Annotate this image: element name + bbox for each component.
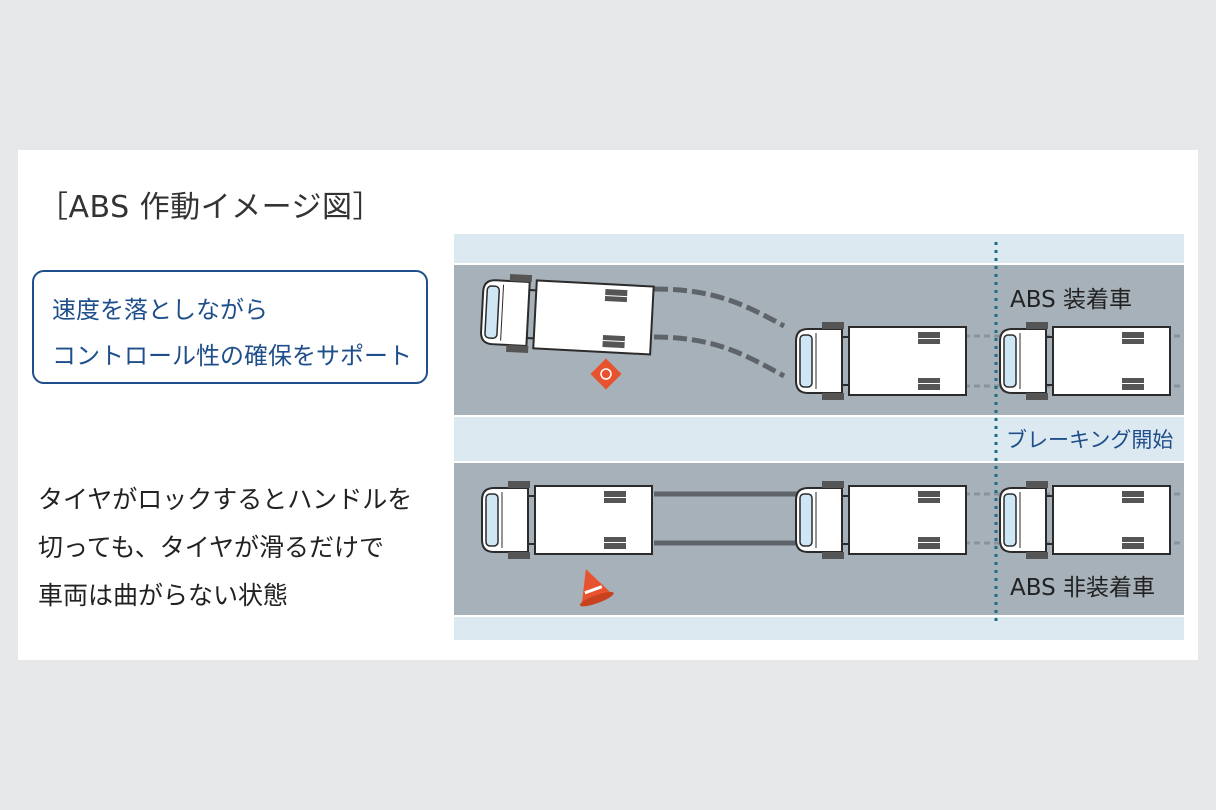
truck-icon [795, 480, 967, 560]
abs-message-line-2: コントロール性の確保をサポート [52, 342, 412, 370]
traffic-cone-icon [579, 569, 614, 607]
truck-icon [795, 321, 967, 401]
non-abs-vehicle-label: ABS 非装着車 [1010, 575, 1156, 601]
truck-icon [999, 321, 1171, 401]
abs-diagram-panel: ［ABS 作動イメージ図］ 速度を落としながら コントロール性の確保をサポート … [18, 150, 1198, 660]
diagram-title: ［ABS 作動イメージ図］ [38, 190, 384, 225]
abs-vehicle-label: ABS 装着車 [1010, 287, 1133, 313]
abs-message-box: 速度を落としながら コントロール性の確保をサポート [32, 270, 428, 384]
truck-icon [999, 480, 1171, 560]
truck-icon [481, 480, 653, 560]
road-diagram: ABS 装着車 ブレーキング開始 ABS 非装着車 [454, 234, 1184, 640]
road-diagram-svg [454, 234, 1184, 640]
lock-message-line-1: タイヤがロックするとハンドルを [38, 485, 413, 514]
braking-start-label: ブレーキング開始 [1006, 428, 1174, 452]
lock-message-line-3: 車両は曲がらない状態 [38, 581, 289, 610]
abs-message-line-1: 速度を落としながら [52, 296, 268, 324]
lock-message-line-2: 切っても、タイヤが滑るだけで [38, 533, 385, 562]
